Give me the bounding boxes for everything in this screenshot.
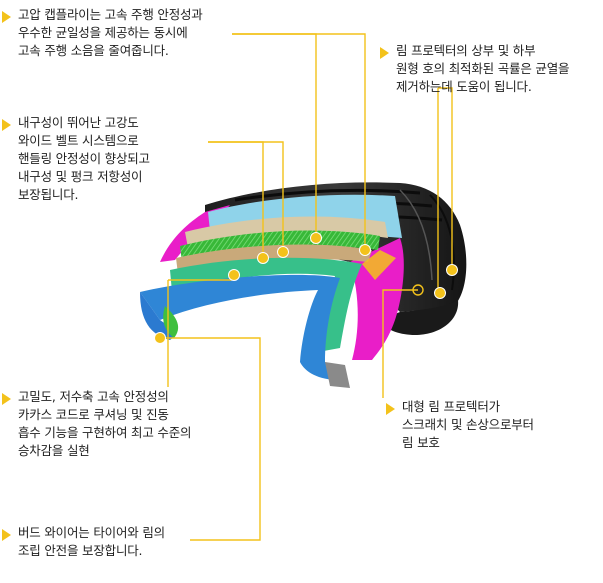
note-line: 림 프로텍터의 상부 및 하부 [396, 43, 536, 58]
note-line: 와이드 벨트 시스템으로 [18, 133, 139, 148]
note-line: 보장됩니다. [18, 187, 79, 202]
marker-rim-1 [446, 264, 458, 276]
note-line: 조립 안전을 보장합니다. [18, 543, 143, 558]
marker-dots [154, 232, 458, 344]
cross-section [140, 194, 404, 388]
note-line: 스크래치 및 손상으로부터 [402, 417, 534, 432]
note-line: 버드 와이어는 타이어와 림의 [18, 525, 165, 540]
marker-carcass [228, 269, 240, 281]
note-line: 고압 캡플라이는 고속 주행 안정성과 [18, 7, 203, 22]
note-line: 흡수 기능을 구현하여 최고 수준의 [18, 425, 192, 440]
leader-lines [160, 33, 453, 541]
note-line: 대형 림 프로텍터가 [402, 399, 500, 414]
note-line: 핸들링 안정성이 향상되고 [18, 151, 150, 166]
pointer-triangle-icon [2, 119, 11, 131]
marker-belt-2 [277, 246, 289, 258]
marker-belt-1 [257, 252, 269, 264]
pointer-triangle-icon [386, 403, 395, 415]
marker-cap-ply-2 [359, 244, 371, 256]
note-line: 우수한 균일성을 제공하는 동시에 [18, 25, 188, 40]
note-line: 승차감을 실현 [18, 443, 90, 458]
marker-rim-2 [434, 287, 446, 299]
note-line: 카카스 코드로 쿠셔닝 및 진동 [18, 407, 169, 422]
note-line: 내구성이 뛰어난 고강도 [18, 115, 139, 130]
pointer-triangle-icon [2, 11, 11, 23]
marker-cap-ply-1 [310, 232, 322, 244]
note-line: 내구성 및 펑크 저항성이 [18, 169, 143, 184]
note-line: 고밀도, 저수축 고속 안정성의 [18, 389, 169, 404]
note-line: 제거하는데 도움이 됩니다. [396, 79, 532, 94]
note-line: 원형 호의 최적화된 곡률은 균열을 [396, 61, 570, 76]
pointer-triangle-icon [2, 529, 11, 541]
note-line: 림 보호 [402, 435, 440, 450]
marker-bead [154, 332, 166, 344]
marker-large-rim [412, 284, 424, 296]
pointer-triangle-icon [380, 47, 389, 59]
pointer-triangle-icon [2, 393, 11, 405]
note-line: 고속 주행 소음을 줄여줍니다. [18, 43, 169, 58]
